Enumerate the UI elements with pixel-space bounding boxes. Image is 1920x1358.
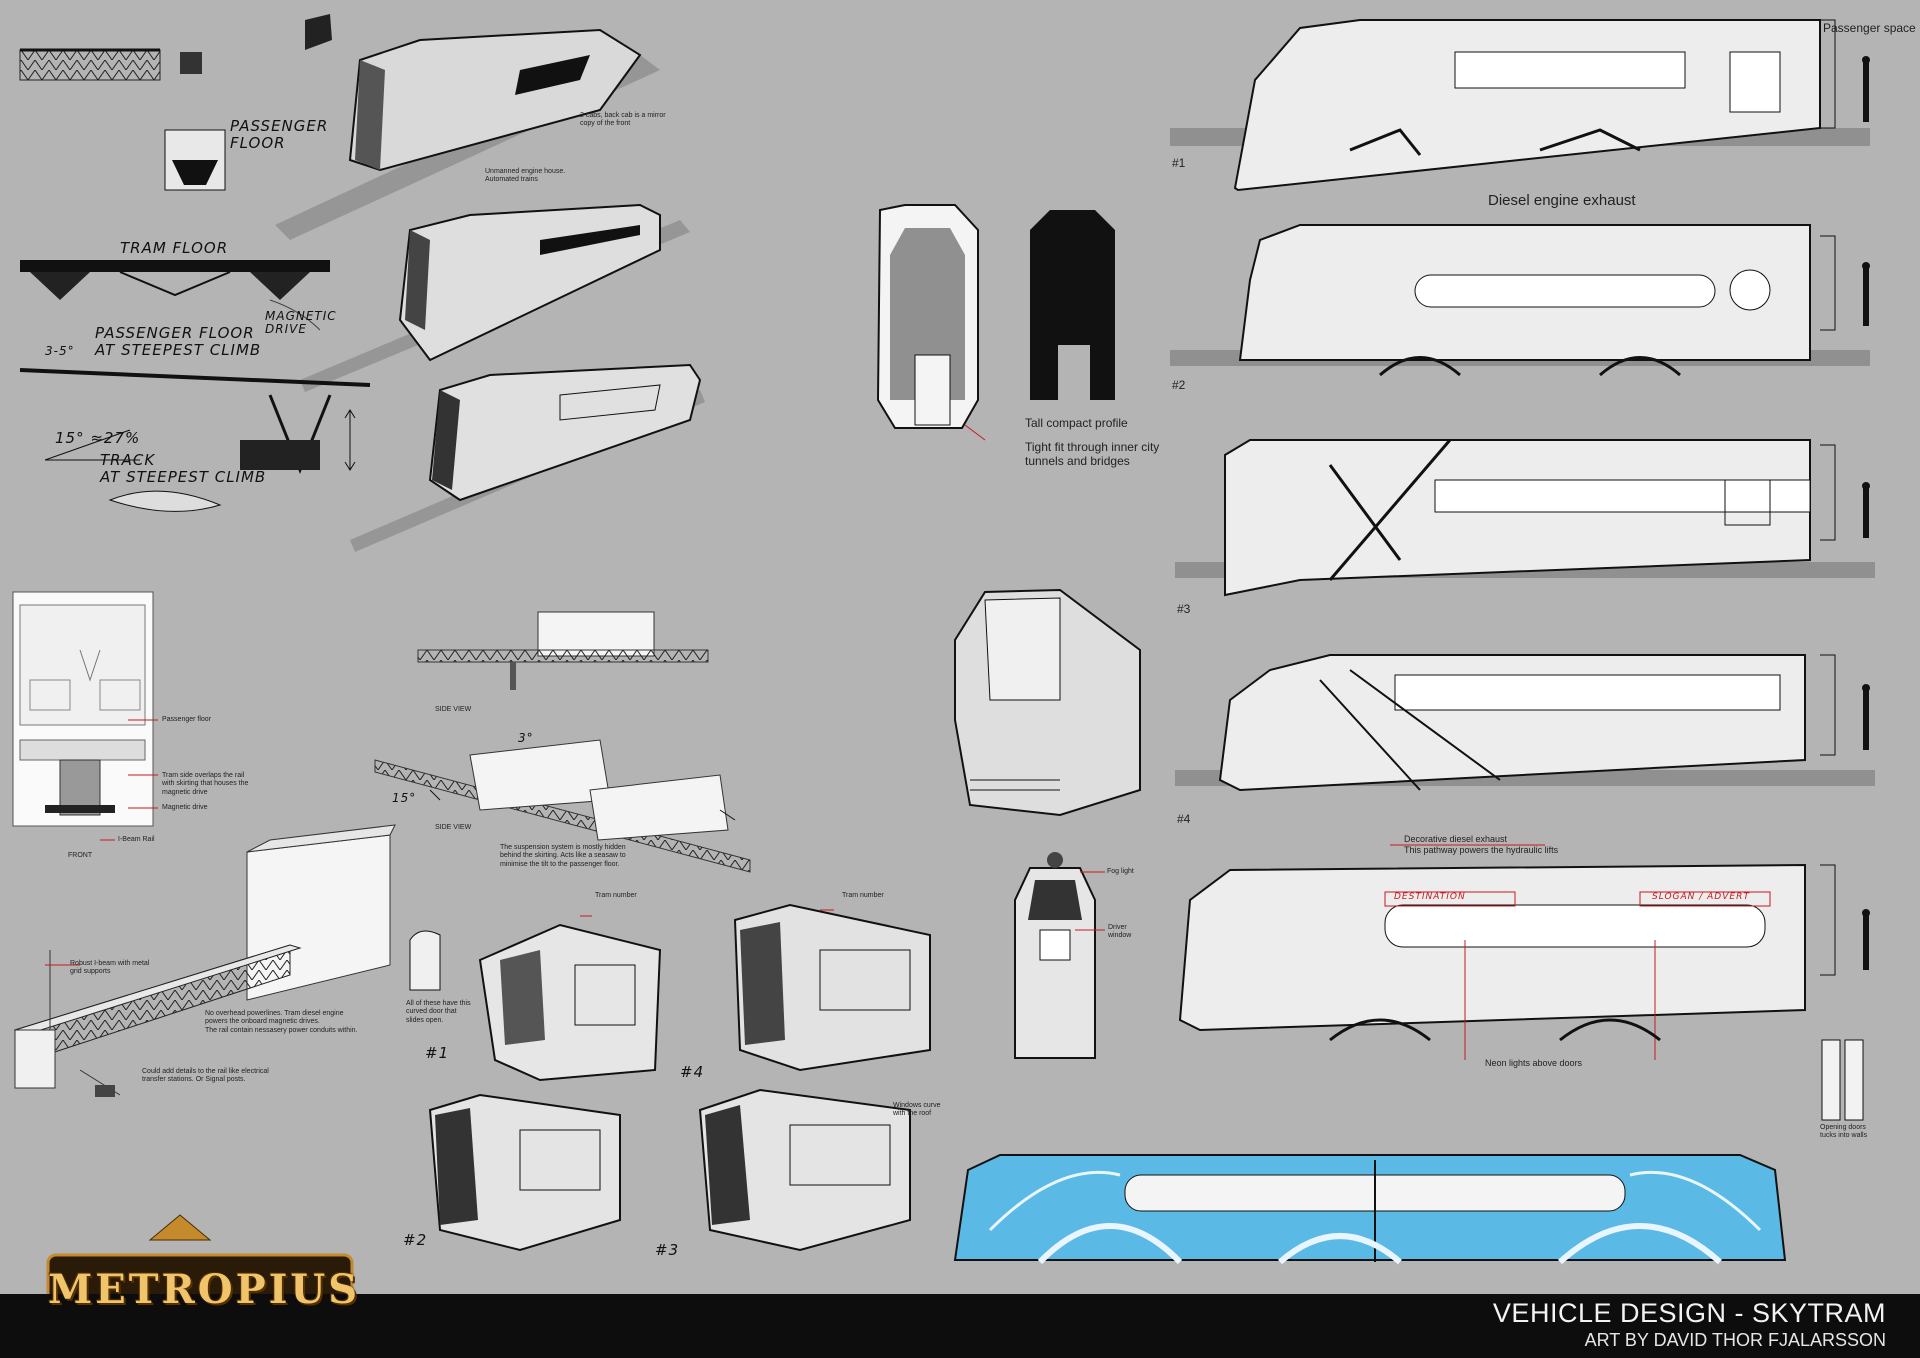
variant-4-label: #4: [1177, 812, 1191, 826]
climb-sketch: [19, 368, 371, 512]
cab-number-4: #4: [680, 1063, 705, 1081]
variant-1-side: [1170, 19, 1870, 192]
angle-15-label: 15°: [392, 791, 417, 805]
cab-sketch-1: [409, 915, 662, 1082]
slogan-label: SLOGAN / ADVERT: [1652, 892, 1750, 902]
tram-number-note-1: Tram number: [595, 892, 637, 899]
tram-number-note-2: Tram number: [842, 892, 884, 899]
variant-5-side: [1178, 844, 1806, 1060]
cab-number-1: #1: [425, 1044, 450, 1062]
ibeam-rail-note: I-Beam Rail: [118, 836, 155, 843]
rail-section-sketch: [19, 48, 226, 191]
final-blue-tram: [953, 1154, 1787, 1265]
passenger-floor-hand-label: PASSENGER FLOOR: [230, 117, 329, 152]
robust-ibeam-note: Robust I-beam with metal grid supports: [70, 960, 150, 976]
tram-side-note: Tram side overlaps the rail with skirtin…: [162, 772, 249, 796]
destination-label: DESTINATION: [1394, 892, 1466, 902]
diesel-exhaust-note: Diesel engine exhaust: [1488, 192, 1636, 209]
perspective-tram-2: [300, 203, 690, 392]
two-cabs-note: 2 cabs, back cab is a mirror copy of the…: [580, 112, 666, 128]
side-view-label-top: SIDE VIEW: [435, 706, 472, 713]
could-add-note: Could add details to the rail like elect…: [142, 1068, 269, 1084]
perspective-tram-3: [350, 363, 705, 552]
neon-lights-note: Neon lights above doors: [1485, 1058, 1583, 1068]
tall-profile-note: Tall compact profile: [1025, 416, 1128, 430]
suspension-note: The suspension system is mostly hidden b…: [500, 844, 626, 868]
fog-light-note: Fog light: [1107, 868, 1134, 875]
tight-fit-note: Tight fit through inner city tunnels and…: [1025, 440, 1160, 469]
magnetic-drive-note: Magnetic drive: [162, 804, 208, 811]
decorative-exhaust-note: Decorative diesel exhaust This pathway p…: [1404, 834, 1559, 855]
track-climb-label: TRACK AT STEEPEST CLIMB: [100, 451, 267, 486]
side-view-label-bottom: SIDE VIEW: [435, 824, 472, 831]
variant-2-label: #2: [1172, 378, 1186, 392]
windows-curve-note: Windows curve with the roof: [893, 1102, 941, 1118]
front-elevation-tram: [1014, 852, 1105, 1059]
cab-sketch-2: [428, 1093, 621, 1252]
metropius-logo: METROPIUS: [48, 1266, 361, 1313]
variant-1-label: #1: [1172, 156, 1186, 170]
driver-window-note: Driver window: [1108, 924, 1132, 940]
magnetic-drive-hand-label: MAGNETIC DRIVE: [265, 309, 337, 337]
sheet-title: VEHICLE DESIGN - SKYTRAM: [1492, 1298, 1886, 1328]
no-overhead-note: No overhead powerlines. Tram diesel engi…: [205, 1010, 358, 1034]
angle-3-label: 3°: [518, 731, 534, 745]
scale-figures: [1820, 19, 1870, 1121]
perspective-tram-1: [275, 14, 660, 240]
side-view-diagram-flat: [417, 611, 709, 690]
angle-small-label: 3-5°: [45, 344, 75, 358]
passenger-floor-climb-label: PASSENGER FLOOR AT STEEPEST CLIMB: [95, 324, 262, 359]
passenger-space-note: Passenger space: [1823, 21, 1916, 35]
variant-2-side: [1170, 224, 1870, 377]
front-cross-section: [12, 591, 158, 841]
tram-floor-sketch: [20, 260, 330, 331]
tram-floor-hand-label: TRAM FLOOR: [120, 239, 229, 257]
side-view-diagram-slope: [374, 739, 751, 873]
cab-number-2: #2: [403, 1231, 428, 1249]
unmanned-note: Unmanned engine house. Automated trains: [485, 168, 566, 184]
passenger-floor-note: Passenger floor: [162, 716, 212, 723]
curved-door-note: All of these have this curved door that …: [406, 1000, 471, 1024]
angle-track-label: 15° ≈27%: [55, 429, 141, 447]
three-quarter-front-tram: [954, 588, 1141, 817]
artist-credit: ART BY DAVID THOR FJALARSSON: [1584, 1330, 1886, 1350]
opening-doors-note: Opening doors tucks into walls: [1820, 1124, 1868, 1140]
cab-number-3: #3: [655, 1241, 680, 1259]
front-label: FRONT: [68, 852, 93, 859]
footer-bar: [0, 1294, 1920, 1358]
cab-sketch-4: [733, 903, 931, 1072]
ibeam-rail-perspective: [13, 824, 396, 1097]
variant-3-label: #3: [1177, 602, 1191, 616]
cab-sketch-3: [698, 1088, 911, 1252]
profile-silhouette-outline: [876, 204, 986, 441]
profile-silhouette-solid: [1030, 210, 1115, 400]
variant-4-side: [1175, 654, 1875, 792]
variant-3-side: [1175, 439, 1875, 597]
